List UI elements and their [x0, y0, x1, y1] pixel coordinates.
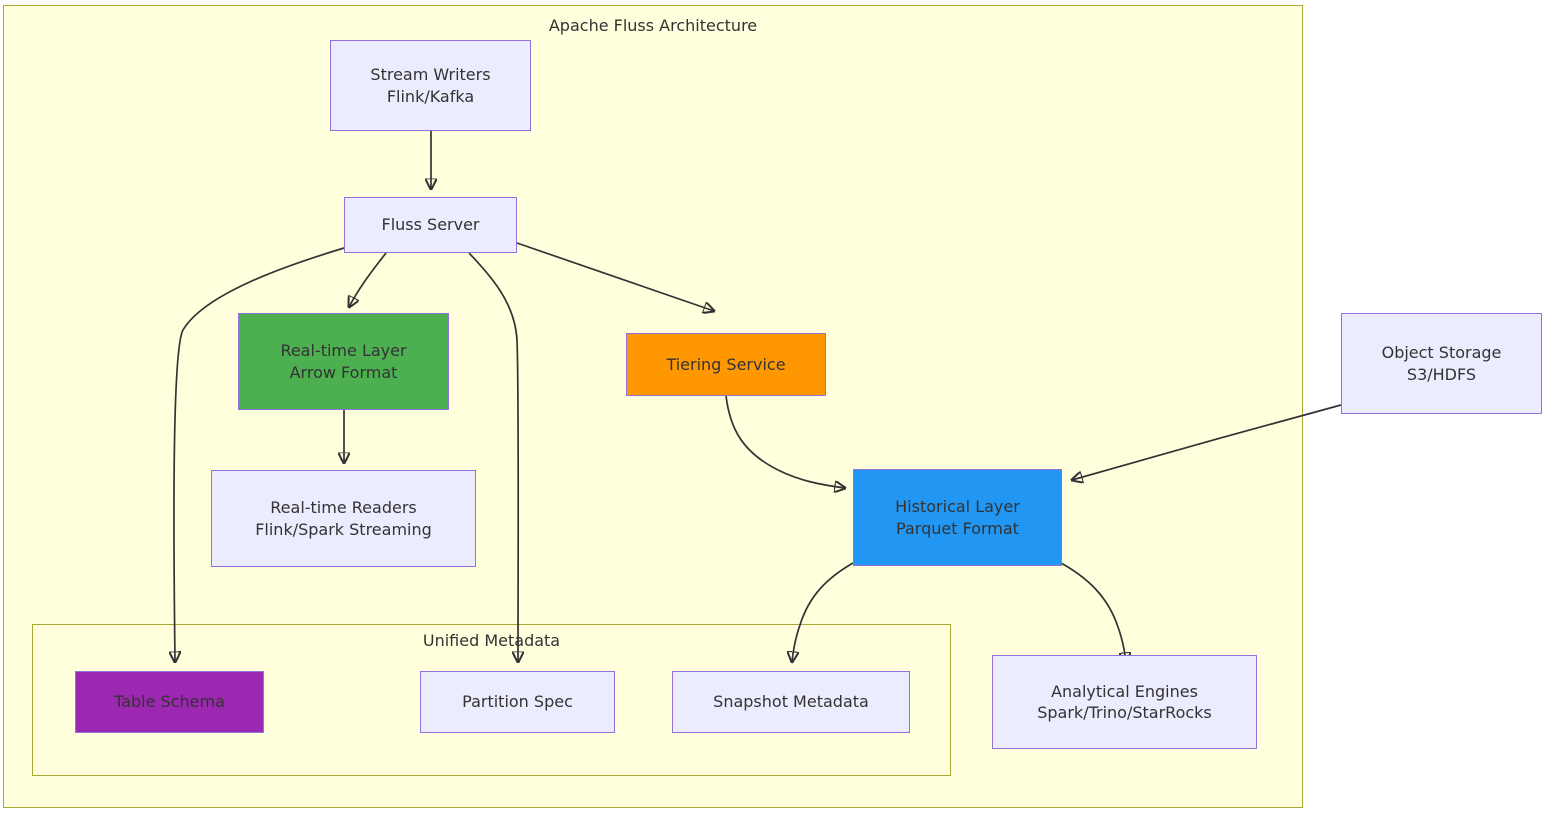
- node-fluss-server[interactable]: Fluss Server: [344, 197, 517, 253]
- node-table-schema[interactable]: Table Schema: [75, 671, 264, 733]
- node-realtime-readers[interactable]: Real-time Readers Flink/Spark Streaming: [211, 470, 476, 567]
- node-stream-writers-line2: Flink/Kafka: [386, 86, 475, 106]
- node-object-storage-line1: Object Storage: [1381, 343, 1502, 363]
- subgraph-title-unified-metadata: Unified Metadata: [422, 631, 561, 650]
- node-object-storage-line2: S3/HDFS: [1406, 364, 1477, 384]
- subgraph-title-apache-fluss-architecture: Apache Fluss Architecture: [548, 16, 758, 35]
- node-historical-layer-line1: Historical Layer: [895, 497, 1020, 517]
- node-realtime-readers-line2: Flink/Spark Streaming: [255, 519, 432, 539]
- node-analytical-engines[interactable]: Analytical Engines Spark/Trino/StarRocks: [992, 655, 1257, 749]
- node-historical-layer[interactable]: Historical Layer Parquet Format: [853, 469, 1062, 566]
- node-historical-layer-line2: Parquet Format: [896, 518, 1019, 538]
- node-fluss-server-line1: Fluss Server: [381, 215, 480, 235]
- node-partition-spec[interactable]: Partition Spec: [420, 671, 615, 733]
- node-object-storage[interactable]: Object Storage S3/HDFS: [1341, 313, 1542, 414]
- node-realtime-readers-line1: Real-time Readers: [270, 498, 417, 518]
- node-snapshot-metadata-line1: Snapshot Metadata: [713, 692, 869, 712]
- node-partition-spec-line1: Partition Spec: [462, 692, 573, 712]
- node-realtime-layer[interactable]: Real-time Layer Arrow Format: [238, 313, 449, 410]
- node-analytical-engines-line1: Analytical Engines: [1051, 681, 1198, 701]
- node-stream-writers[interactable]: Stream Writers Flink/Kafka: [330, 40, 531, 131]
- node-table-schema-line1: Table Schema: [114, 692, 225, 712]
- node-snapshot-metadata[interactable]: Snapshot Metadata: [672, 671, 910, 733]
- node-realtime-layer-line1: Real-time Layer: [280, 341, 407, 361]
- node-realtime-layer-line2: Arrow Format: [289, 362, 398, 382]
- node-tiering-service-line1: Tiering Service: [666, 354, 786, 374]
- node-stream-writers-line1: Stream Writers: [370, 65, 491, 85]
- node-analytical-engines-line2: Spark/Trino/StarRocks: [1037, 703, 1212, 722]
- node-tiering-service[interactable]: Tiering Service: [626, 333, 826, 396]
